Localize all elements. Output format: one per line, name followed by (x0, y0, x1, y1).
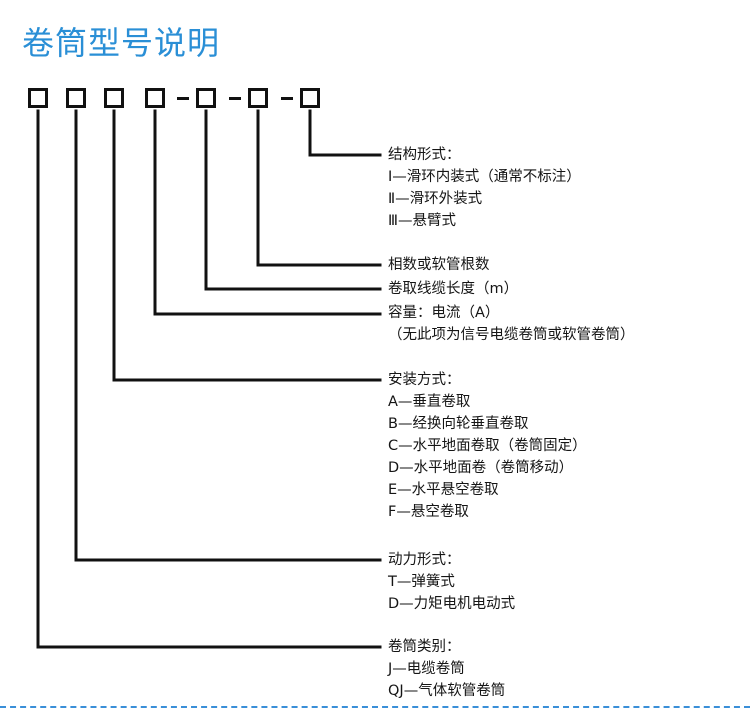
power-type-option: T—弹簧式 (388, 574, 455, 590)
code-box-capacity (145, 88, 165, 108)
code-separator (281, 97, 293, 100)
install-method-option: B—经换向轮垂直卷取 (388, 416, 529, 432)
diagram-title: 卷筒型号说明 (22, 24, 221, 62)
code-box-structure (300, 88, 320, 108)
power-type-heading: 动力形式： (388, 552, 461, 568)
category-heading: 卷筒类别： (388, 639, 461, 655)
structure-type-block: 结构形式： Ⅰ—滑环内装式（通常不标注） Ⅱ—滑环外装式 Ⅲ—悬臂式 (388, 144, 581, 232)
connector-capacity (153, 109, 382, 316)
install-method-option: E—水平悬空卷取 (388, 482, 499, 498)
structure-type-option: Ⅰ—滑环内装式（通常不标注） (388, 169, 581, 185)
connector-category (36, 109, 382, 649)
code-box-power (66, 88, 86, 108)
install-method-heading: 安装方式： (388, 372, 461, 388)
connector-phases (256, 109, 382, 267)
power-type-option: D—力矩电机电动式 (388, 596, 516, 612)
install-method-option: D—水平地面卷（卷筒移动） (388, 460, 574, 476)
category-option: J—电缆卷筒 (388, 661, 465, 677)
capacity-heading: 容量：电流（A） (388, 305, 500, 321)
install-method-option: F—悬空卷取 (388, 504, 469, 520)
cable-length-label: 卷取线缆长度（m） (388, 281, 519, 297)
category-option: QJ—气体软管卷筒 (388, 683, 506, 699)
code-box-length (196, 88, 216, 108)
connector-structure (308, 109, 382, 157)
code-separator (229, 97, 241, 100)
connector-power (74, 109, 382, 562)
phases-label: 相数或软管根数 (388, 257, 490, 273)
category-block: 卷筒类别： J—电缆卷筒 QJ—气体软管卷筒 (388, 636, 505, 702)
capacity-note: （无此项为信号电缆卷筒或软管卷筒） (388, 327, 635, 343)
code-box-phases (248, 88, 268, 108)
install-method-block: 安装方式： A—垂直卷取 B—经换向轮垂直卷取 C—水平地面卷取（卷筒固定） D… (388, 369, 587, 523)
code-box-install (104, 88, 124, 108)
structure-type-option: Ⅱ—滑环外装式 (388, 191, 483, 207)
capacity-block: 容量：电流（A） （无此项为信号电缆卷筒或软管卷筒） (388, 302, 635, 346)
connector-length (204, 109, 382, 291)
code-box-category (28, 88, 48, 108)
power-type-block: 动力形式： T—弹簧式 D—力矩电机电动式 (388, 549, 515, 615)
connector-install (112, 109, 382, 382)
install-method-option: A—垂直卷取 (388, 394, 471, 410)
install-method-option: C—水平地面卷取（卷筒固定） (388, 438, 587, 454)
bottom-dashed-divider (0, 706, 750, 708)
code-separator (177, 97, 189, 100)
structure-type-option: Ⅲ—悬臂式 (388, 213, 456, 229)
structure-type-heading: 结构形式： (388, 147, 461, 163)
